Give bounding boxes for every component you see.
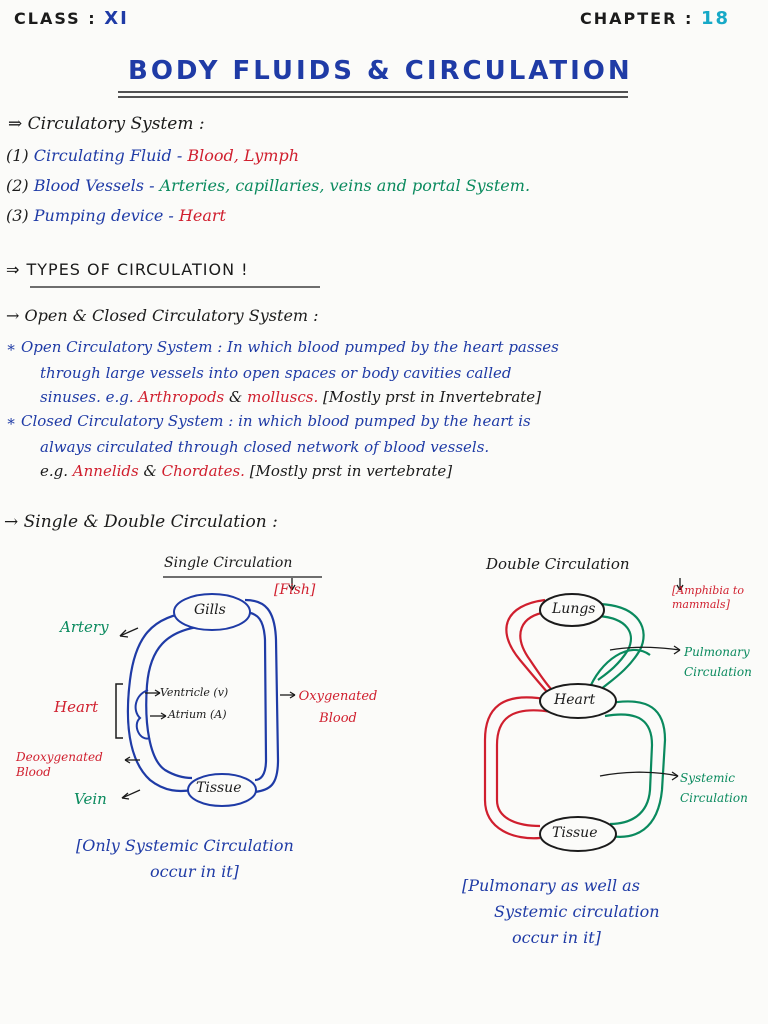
lungs-shape	[539, 593, 605, 627]
double-tissue-label: Tissue	[552, 825, 598, 841]
double-note-line-2: Systemic circulation	[494, 902, 660, 921]
class-value: XI	[104, 8, 129, 29]
heart-label-double: Heart	[554, 692, 596, 708]
open-closed-heading: → Open & Closed Circulatory System :	[6, 306, 319, 325]
chapter-value: 18	[700, 8, 731, 29]
ventricle-label: Ventricle (v)	[160, 686, 229, 699]
double-arrows	[599, 578, 684, 781]
heart-bulge	[134, 689, 151, 740]
heart-brace	[115, 683, 123, 739]
open-line-3: sinuses. e.g. Arthropods & molluscs. [Mo…	[40, 388, 542, 406]
circulatory-item-3: (3) Pumping device - Heart	[6, 206, 226, 225]
single-arrows	[119, 578, 296, 800]
single-circulation-loop	[126, 598, 280, 794]
chapter-label: CHAPTER : 18	[580, 8, 731, 29]
single-double-heading: → Single & Double Circulation :	[4, 512, 278, 532]
oxygenated-label: Oxygenated Blood	[298, 689, 378, 726]
open-line-1: ∗ Open Circulatory System : In which blo…	[6, 338, 559, 356]
gills-label: Gills	[194, 602, 226, 618]
double-circulation-loops	[483, 598, 667, 840]
single-note-line-1: [Only Systemic Circulation	[76, 836, 294, 855]
heart-label-single: Heart	[54, 698, 99, 716]
closed-line-2: always circulated through closed network…	[40, 438, 490, 456]
gills-shape	[173, 593, 251, 631]
types-heading: ⇒ TYPES OF CIRCULATION !	[6, 260, 249, 279]
double-title: Double Circulation	[486, 555, 630, 573]
vein-label: Vein	[74, 790, 107, 808]
atrium-label: Atrium (A)	[168, 708, 227, 721]
single-note-line-2: occur in it]	[150, 862, 239, 881]
single-example: [Fish]	[274, 582, 316, 598]
artery-label: Artery	[60, 618, 109, 636]
single-tissue-label: Tissue	[196, 780, 242, 796]
double-note-line-3: occur in it]	[512, 928, 601, 947]
double-example: [Amphibia to mammals]	[672, 584, 744, 611]
closed-line-3: e.g. Annelids & Chordates. [Mostly prst …	[40, 462, 453, 480]
page-title: BODY FLUIDS & CIRCULATION	[128, 56, 633, 86]
class-label: CLASS : XI	[14, 8, 129, 29]
open-line-2: through large vessels into open spaces o…	[40, 364, 512, 382]
tissue-shape	[187, 773, 257, 807]
systemic-label: Systemic Circulation	[680, 771, 748, 805]
circulatory-item-2: (2) Blood Vessels - Arteries, capillarie…	[6, 176, 531, 195]
tissue-shape-double	[539, 816, 617, 852]
pulmonary-label: Pulmonary Circulation	[684, 645, 752, 679]
circulatory-heading: ⇒ Circulatory System :	[8, 114, 205, 134]
heart-shape-double	[539, 683, 617, 719]
deoxygenated-label: Deoxygenated Blood	[16, 750, 103, 779]
double-note-line-1: [Pulmonary as well as	[462, 876, 640, 895]
lungs-label: Lungs	[552, 601, 596, 617]
closed-line-1: ∗ Closed Circulatory System : in which b…	[6, 412, 531, 430]
single-title: Single Circulation	[164, 555, 293, 571]
circulatory-item-1: (1) Circulating Fluid - Blood, Lymph	[6, 146, 299, 165]
